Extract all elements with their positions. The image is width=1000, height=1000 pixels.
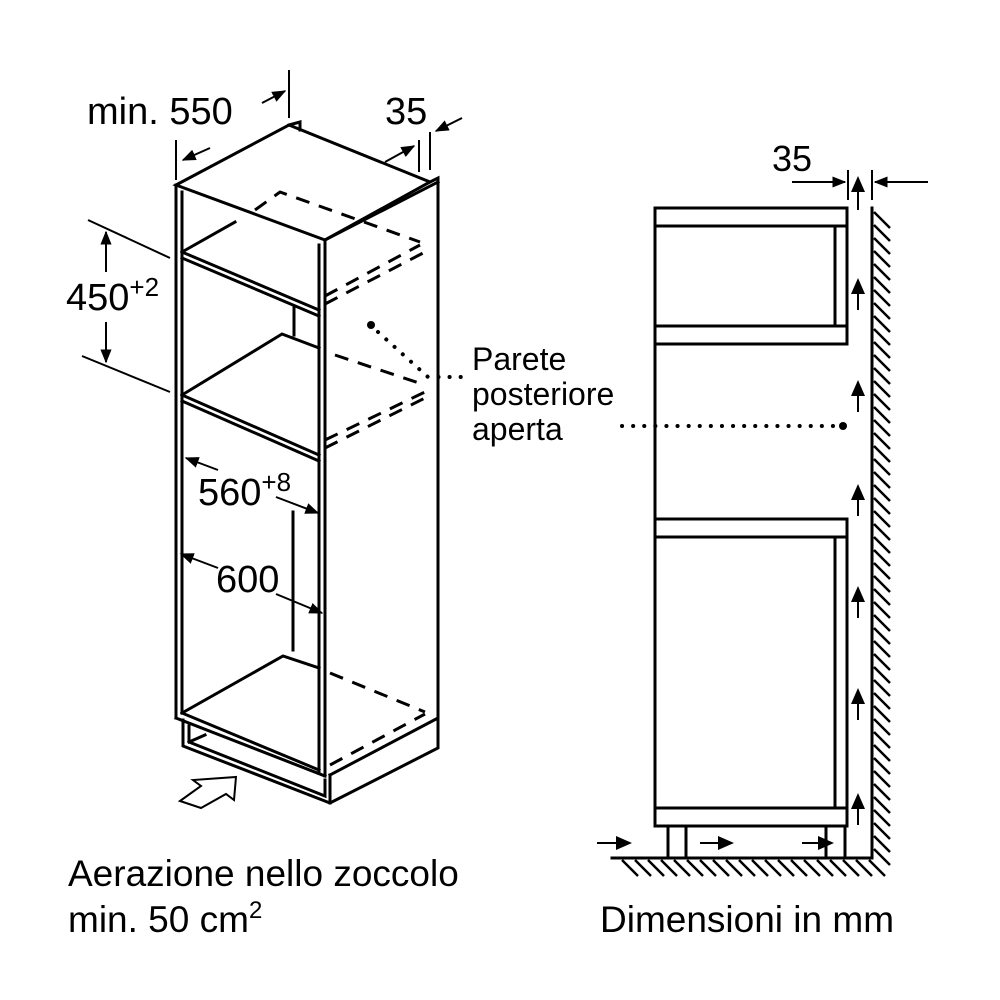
dim-wall-gap-label: 35 (772, 138, 812, 179)
cabinet-isometric (172, 120, 441, 810)
callout-text: Parete posteriore aperta (472, 341, 623, 447)
dim-wall-gap: 35 (772, 138, 928, 200)
wall-hatching (873, 211, 891, 866)
dim-cabinet-width: 600 (179, 553, 324, 614)
dim-niche-height-label: 450 (66, 277, 129, 319)
svg-text:560+8: 560+8 (198, 467, 291, 514)
dim-niche-width-tolerance: +8 (261, 467, 291, 497)
callout-leaders (367, 321, 847, 430)
arrow-right-icon (597, 836, 632, 850)
dim-niche-width-label: 560 (198, 472, 261, 514)
arrow-up-icon (851, 484, 865, 516)
air-inlet-arrow-icon (177, 775, 238, 810)
ventilation-caption: Aerazione nello zoccolo min. 50 cm2 (68, 853, 469, 940)
airflow-arrows (597, 176, 865, 850)
arrow-right-icon (700, 836, 734, 850)
arrow-right-icon (802, 836, 834, 850)
dim-rear-gap-label: 35 (385, 91, 427, 133)
dim-depth-label: min. 550 (87, 91, 233, 133)
dim-niche-width: 560+8 (184, 457, 320, 514)
dim-cabinet-width-label: 600 (216, 559, 279, 601)
svg-text:450+2: 450+2 (66, 272, 159, 319)
dim-niche-height: 450+2 (66, 219, 171, 393)
dim-niche-height-tolerance: +2 (129, 272, 159, 302)
dim-depth: min. 550 (87, 70, 290, 180)
arrow-up-icon (851, 380, 865, 412)
floor-hatching (621, 859, 886, 877)
cabinet-side-view (610, 206, 874, 860)
arrow-up-icon (851, 586, 865, 618)
dim-rear-gap: 35 (384, 91, 463, 172)
arrow-up-icon (851, 278, 865, 310)
arrow-up-icon (851, 176, 865, 210)
arrow-up-icon (851, 793, 865, 825)
units-caption: Dimensioni in mm (600, 899, 894, 940)
arrow-up-icon (851, 688, 865, 720)
